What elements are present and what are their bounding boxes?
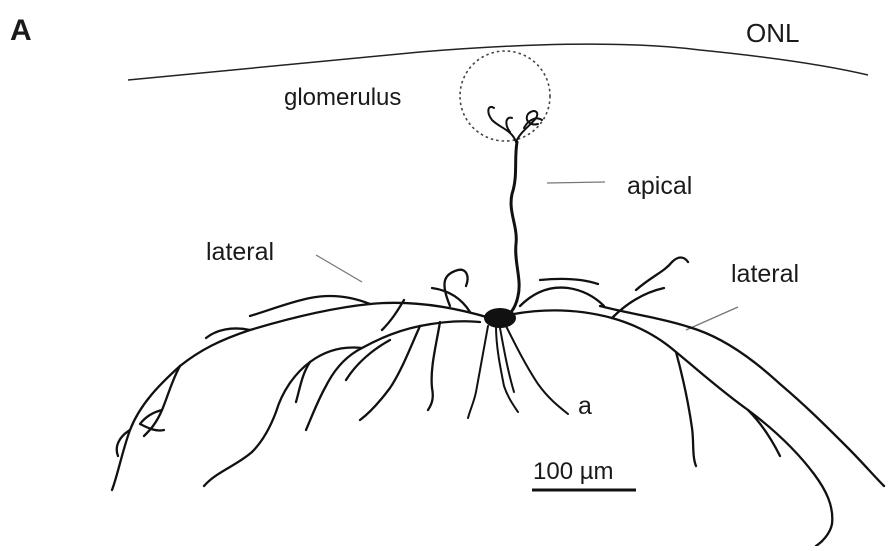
- neuron-tracing: [112, 107, 884, 546]
- lateral-left-label: lateral: [206, 238, 274, 267]
- lateral-left-leader-line: [316, 255, 362, 282]
- lateral-right-leader-line: [686, 307, 738, 330]
- panel-label: A: [10, 14, 32, 48]
- glomerulus-label: glomerulus: [284, 84, 401, 112]
- lateral-dendrites-right: [514, 258, 884, 547]
- apical-label: apical: [627, 172, 692, 201]
- glomerulus-circle: [460, 51, 550, 141]
- apical-leader-line: [547, 182, 605, 183]
- axon-label: a: [578, 392, 592, 421]
- onl-boundary-line: [128, 44, 868, 80]
- axon-and-basal-branches: [468, 326, 568, 418]
- lateral-right-label: lateral: [731, 260, 799, 289]
- onl-label: ONL: [746, 18, 799, 49]
- axon: [506, 326, 568, 414]
- glomerular-tuft: [488, 107, 542, 142]
- leader-lines: [316, 182, 738, 330]
- lateral-dendrites-left: [112, 270, 490, 490]
- apical-dendrite: [506, 142, 519, 318]
- scale-bar-label: 100 µm: [533, 458, 614, 486]
